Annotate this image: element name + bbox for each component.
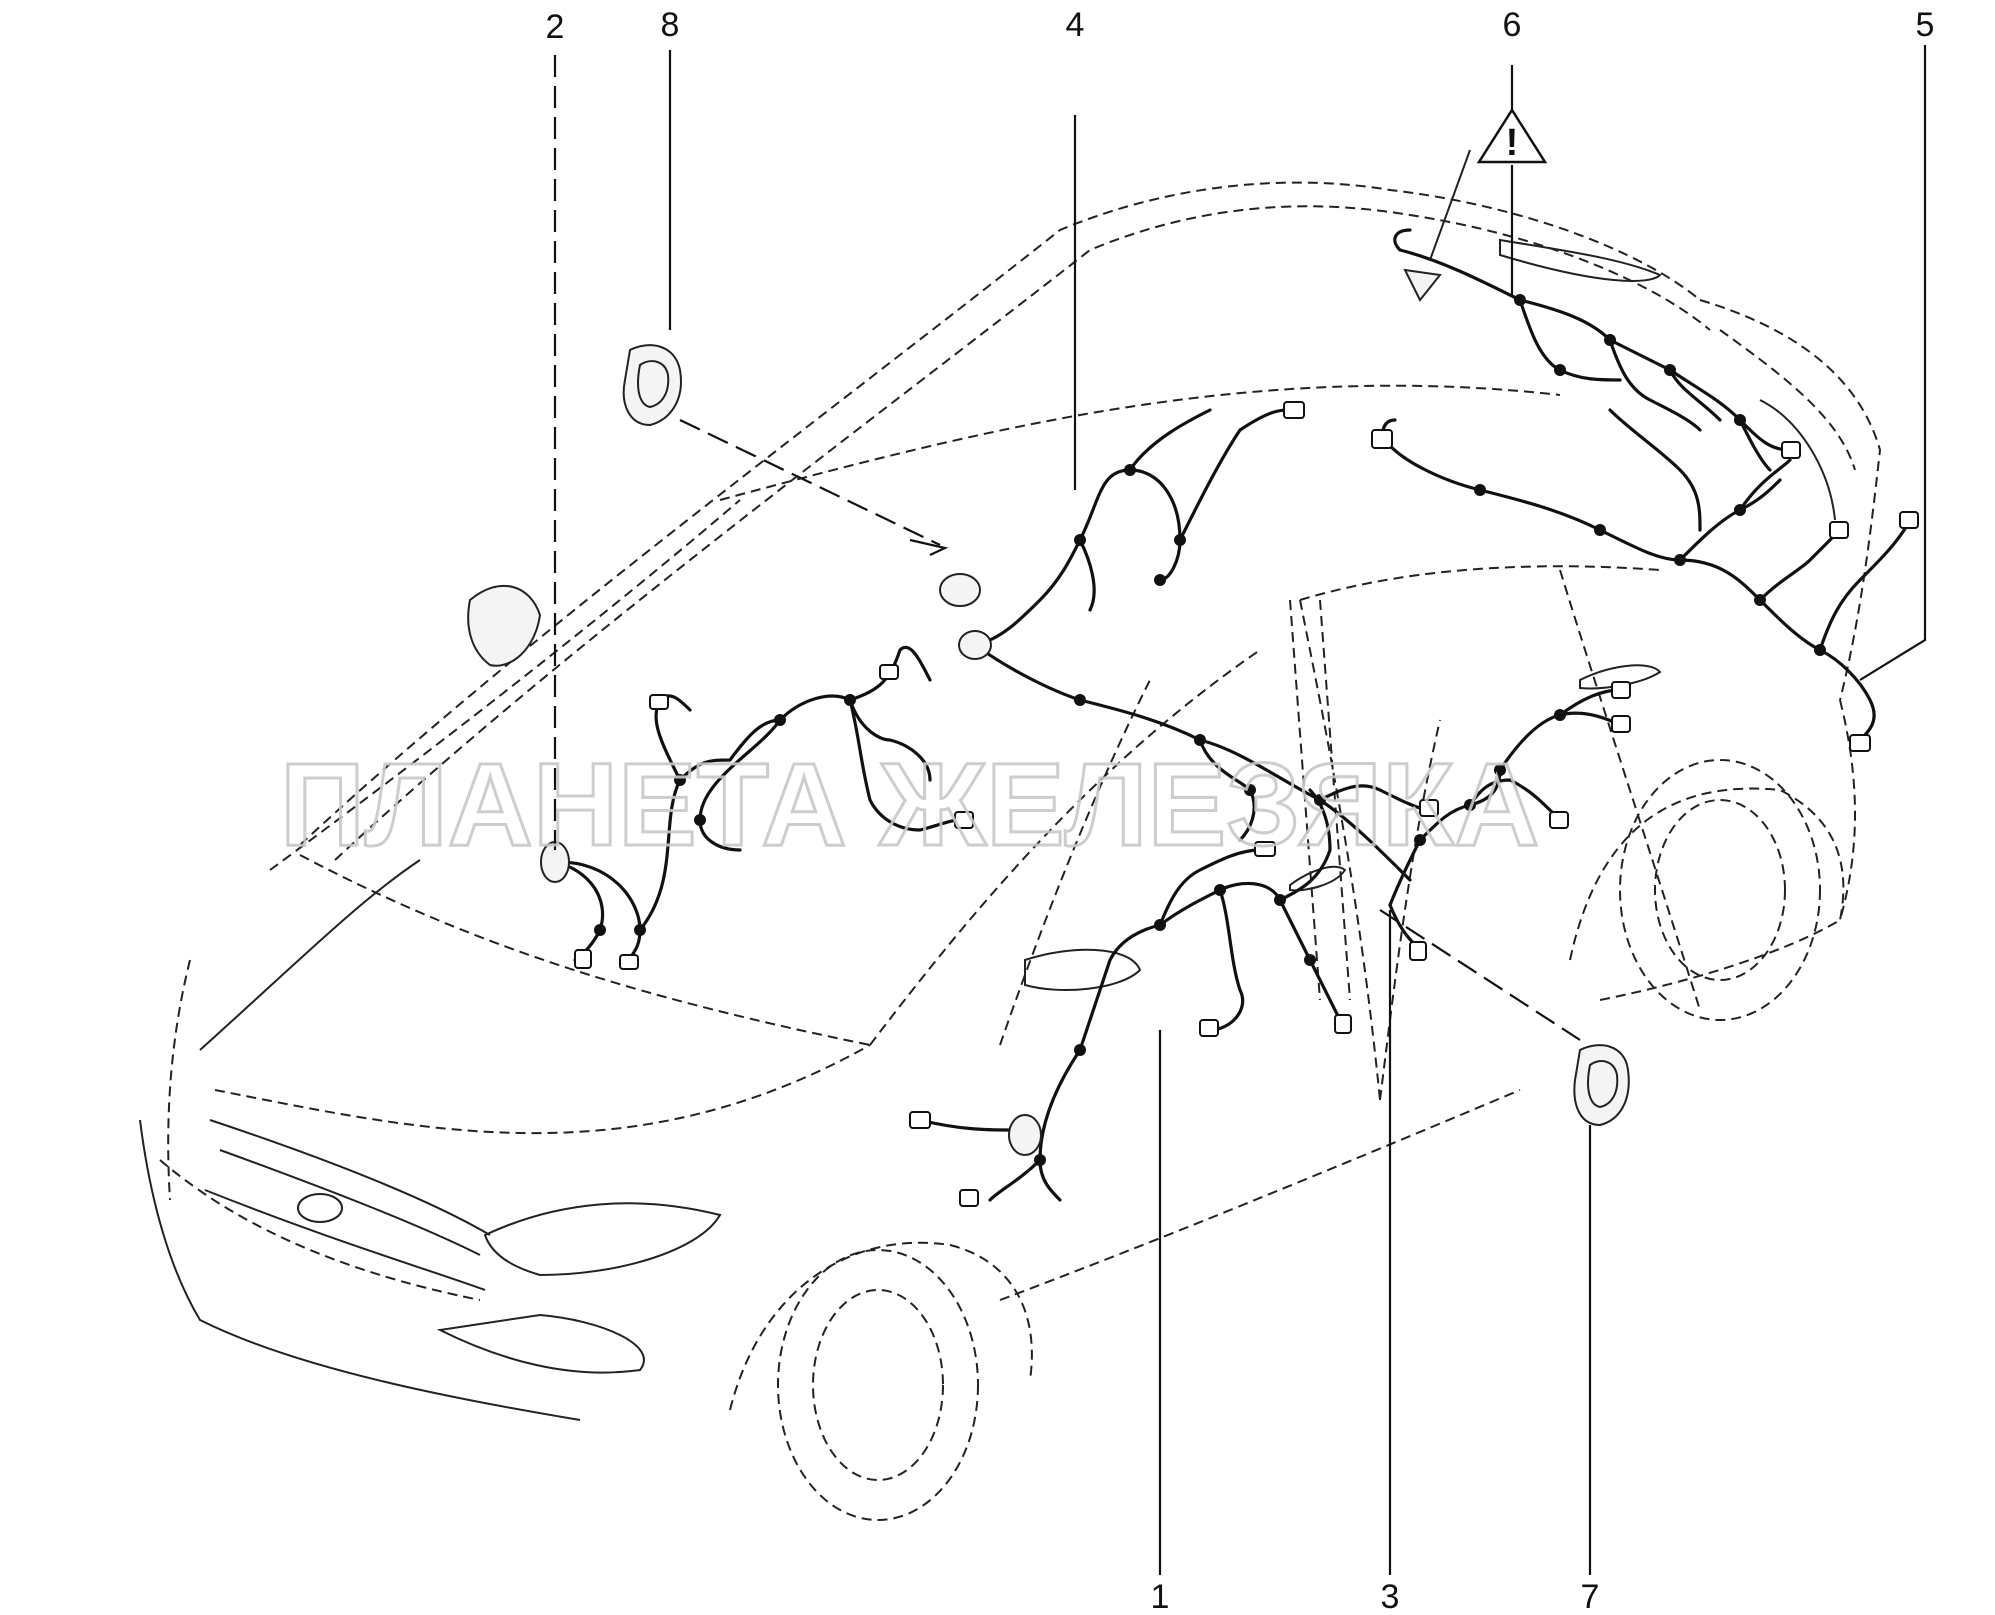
callout-2: 2 [546, 8, 565, 46]
car-body-outline [139, 181, 1882, 1521]
callout-7: 7 [1581, 1578, 1600, 1615]
callout-labels: 2 8 4 6 5 1 3 7 [546, 6, 1935, 1615]
callout-8: 8 [661, 6, 680, 44]
warning-mark: ! [1506, 122, 1519, 164]
callout-4: 4 [1066, 6, 1085, 44]
warning-triangle-icon: ! [1476, 107, 1548, 164]
callout-3: 3 [1381, 1578, 1400, 1615]
harness-4-roof [939, 401, 1439, 882]
callout-leaders [553, 45, 1927, 1575]
harness-2-front [540, 645, 974, 970]
harness-3-door [1388, 681, 1631, 961]
callout-1: 1 [1151, 1578, 1170, 1615]
harness-6-roof-rear [1393, 149, 1801, 472]
install-guide-lines [679, 419, 1581, 1041]
harness-1-dashboard [909, 788, 1352, 1207]
harness-5-rear [1371, 408, 1919, 752]
callout-5: 5 [1916, 6, 1935, 44]
watermark: ПЛАНЕТА ЖЕЛЕЗЯКА [280, 739, 1539, 871]
grommet-8 [622, 344, 682, 427]
grommet-7 [1573, 1044, 1630, 1127]
callout-6: 6 [1503, 6, 1522, 44]
